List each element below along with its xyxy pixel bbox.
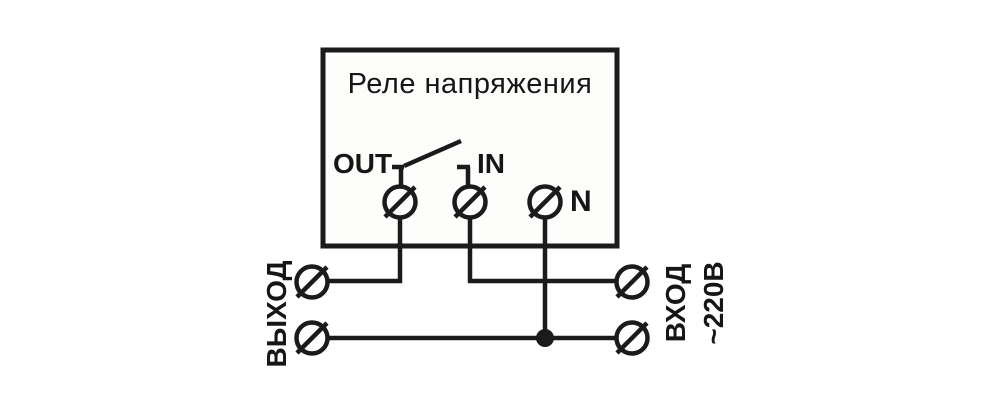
relay-terminal-n-screw-icon	[527, 184, 563, 220]
output-neutral-terminal-screw-icon	[294, 320, 330, 356]
terminal-label-in: IN	[477, 148, 505, 179]
output-label: ВЫХОД	[261, 260, 292, 368]
relay-box	[320, 47, 620, 249]
wire-out-to-output	[328, 218, 403, 284]
input-line-terminal-screw-icon	[614, 264, 650, 300]
switch-in-contact	[457, 164, 471, 187]
switch-lever-icon	[403, 138, 462, 169]
input-label: ВХОД	[660, 263, 691, 343]
wire-junction-dot	[536, 329, 554, 347]
input-voltage-label: ~220В	[698, 261, 729, 345]
relay-terminal-in-screw-icon	[452, 184, 488, 220]
terminal-label-out: OUT	[333, 148, 393, 179]
switch-out-contact	[392, 164, 404, 187]
relay-title: Реле напряжения	[347, 68, 593, 100]
input-neutral-terminal-screw-icon	[614, 320, 650, 356]
terminal-label-n: N	[570, 185, 592, 218]
output-line-terminal-screw-icon	[294, 264, 330, 300]
relay-terminal-out-screw-icon	[382, 184, 418, 220]
wire-in-to-input	[467, 218, 616, 284]
